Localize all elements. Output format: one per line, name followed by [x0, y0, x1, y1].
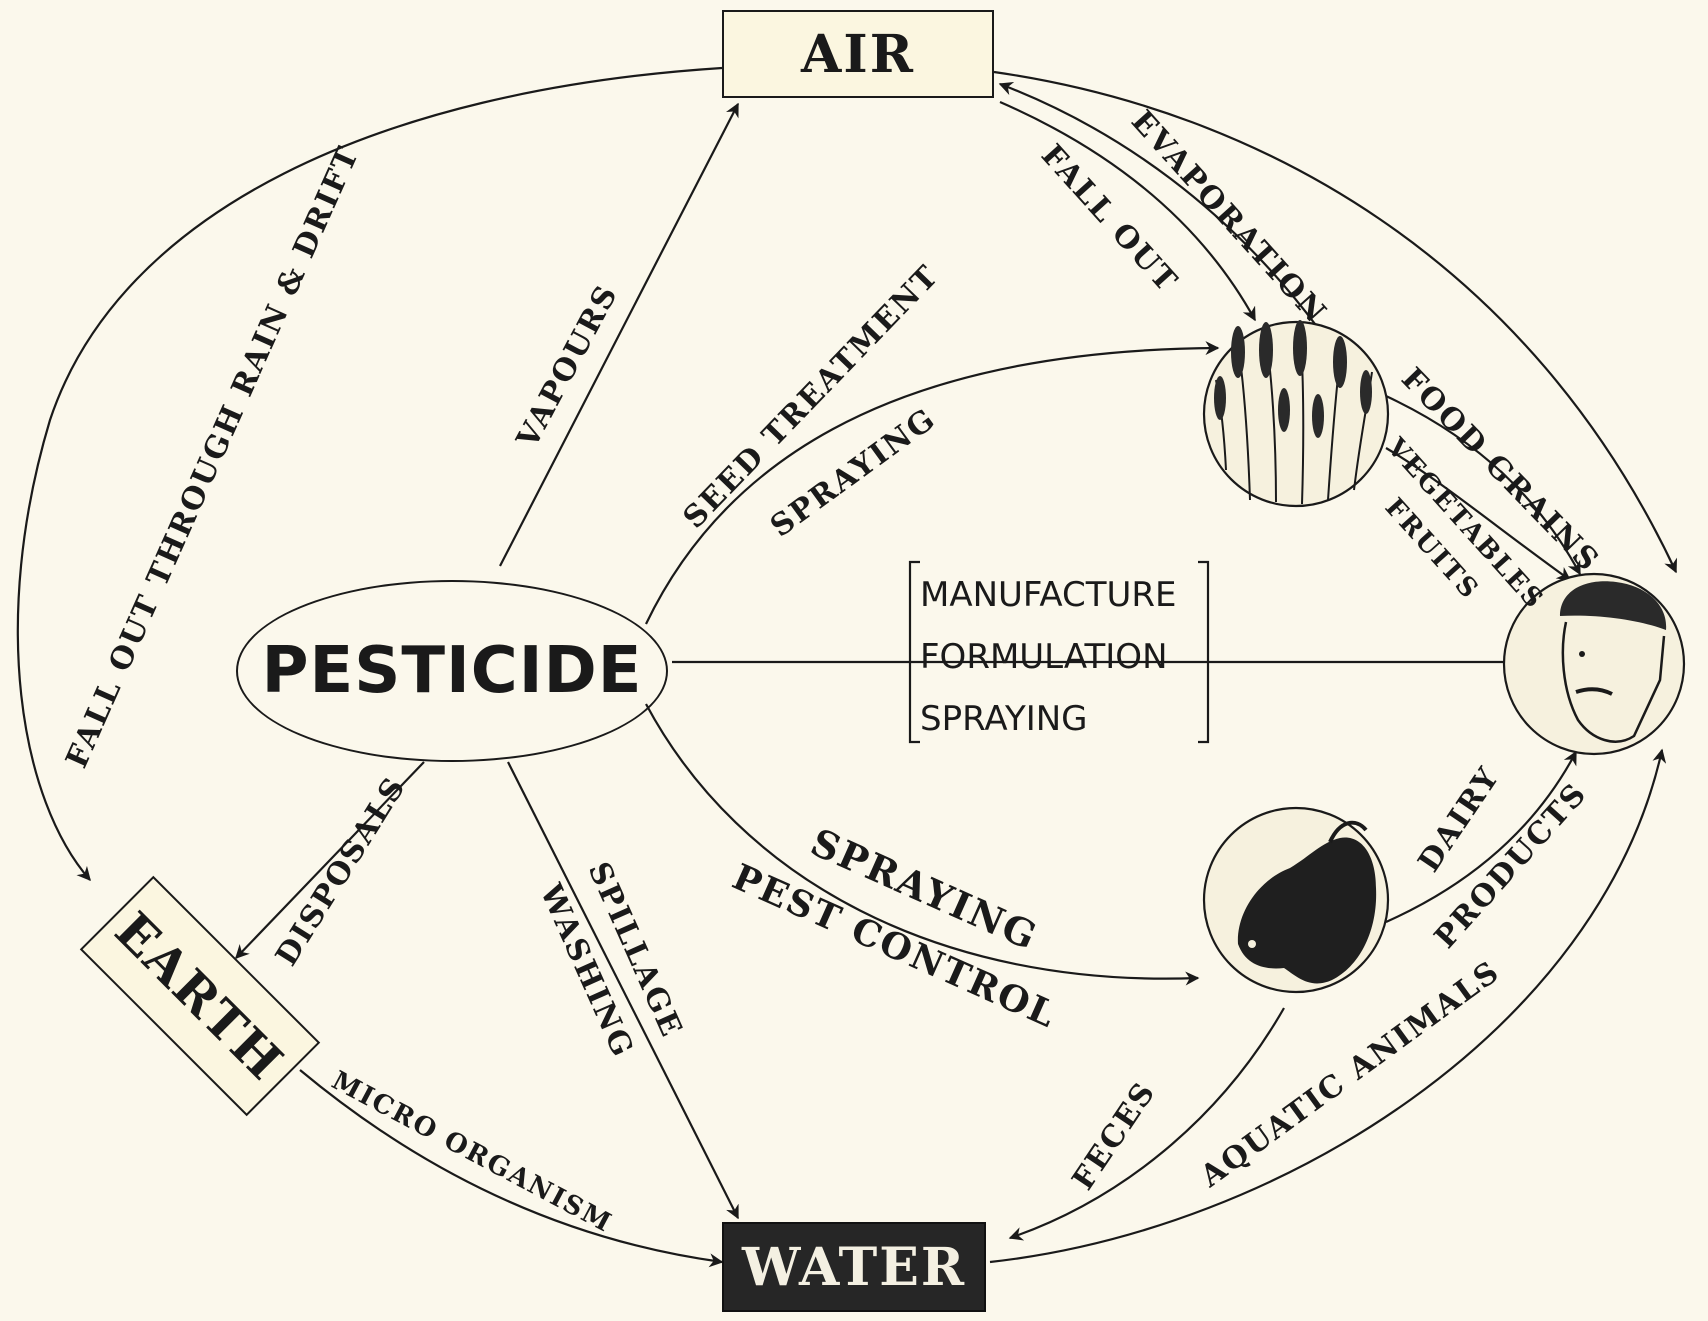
cattle-head-icon	[1204, 808, 1388, 992]
pesticide-node: PESTICIDE	[236, 580, 668, 762]
label-vapours: VAPOURS	[510, 279, 626, 455]
source-formulation: FORMULATION	[920, 626, 1177, 688]
label-disposals: DISPOSALS	[269, 770, 413, 972]
label-micro-organism: MICRO ORGANISM	[327, 1066, 618, 1239]
left-bracket	[910, 562, 920, 742]
water-node: WATER	[722, 1222, 986, 1312]
edge-cattle-to-water	[1010, 1008, 1284, 1238]
right-bracket	[1198, 562, 1208, 742]
air-node: AIR	[722, 10, 994, 98]
source-manufacture: MANUFACTURE	[920, 564, 1177, 626]
label-feces: FECES	[1066, 1075, 1164, 1196]
edge-air-to-earth	[18, 68, 722, 880]
edge-pesticide-to-water	[508, 762, 738, 1218]
source-list: MANUFACTURE FORMULATION SPRAYING	[920, 564, 1177, 750]
wheat-crop-icon	[1204, 320, 1388, 506]
source-spraying: SPRAYING	[920, 688, 1177, 750]
